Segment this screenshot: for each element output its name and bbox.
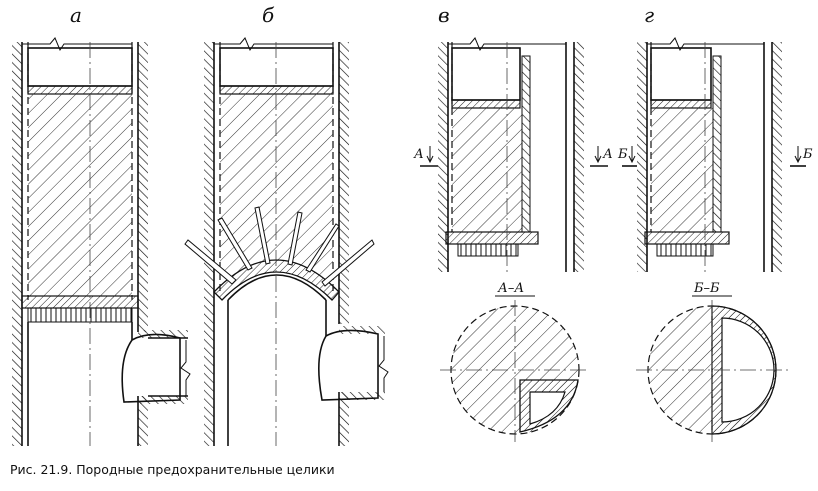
cut-mark-b-right: Б (802, 147, 813, 162)
shaft-variant-b (184, 37, 389, 446)
shaft-wall-right-lower (138, 396, 148, 446)
plug-layer (21, 295, 139, 309)
label-g: г (644, 3, 654, 27)
label-a: а (70, 3, 82, 27)
section-aa-title: А–А (497, 281, 524, 296)
section-bb (636, 295, 790, 442)
shaft-variant-v: А А (413, 37, 613, 272)
shaft-variant-g: Б Б (617, 37, 813, 272)
adit-opening (121, 333, 181, 403)
section-aa (440, 295, 590, 442)
cut-mark-b-left: Б (617, 147, 628, 162)
shaft-wall-right (138, 42, 148, 332)
lining-tick-row (27, 307, 133, 323)
label-b: б (262, 3, 275, 27)
rock-pillar-hatch-b (220, 94, 333, 286)
collar-slab (27, 85, 133, 95)
section-bb-title: Б–Б (693, 281, 720, 296)
shaft-wall-left (12, 42, 22, 446)
cut-mark-a-right: А (602, 147, 613, 162)
label-v: в (438, 3, 450, 27)
figure-caption: Рис. 21.9. Породные предохранительные це… (10, 462, 335, 477)
rock-bolts (184, 206, 375, 287)
rock-pillar-hatch (28, 94, 132, 296)
shaft-variant-a (12, 37, 191, 446)
cut-mark-a-left: А (413, 147, 424, 162)
